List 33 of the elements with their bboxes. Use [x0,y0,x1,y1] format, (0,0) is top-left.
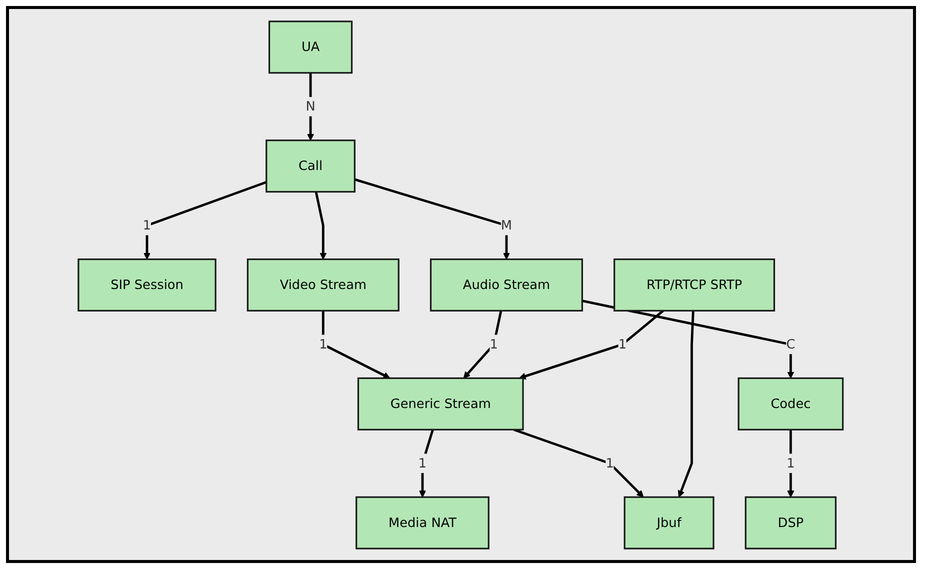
edge-label: 1 [606,454,614,470]
edge-label: 1 [490,336,498,352]
edge-label: 1 [143,216,152,232]
edge-label: C [786,336,796,352]
node-box [738,376,844,430]
node-box [745,496,837,549]
arrow [419,428,434,497]
node-box [266,139,356,192]
arrow [354,178,510,260]
edge-label: 1 [618,336,627,352]
node-box [614,258,776,311]
arrow [519,309,664,380]
edge-label: 1 [418,454,427,470]
edge-label: M [501,216,512,232]
arrow [678,310,695,497]
arrow [514,428,644,497]
diagram-background: N 1 M 1 1 1 C 1 1 1 UA Call SIP Session Video Stream Audio Stream RTP/RTCP SRTP Generic Stream Codec Media NAT Jbuf DSP [6,6,916,563]
edge-label: 1 [319,336,328,352]
arrow [315,191,328,260]
arrow [322,310,390,378]
node-box [624,496,715,549]
node-box [247,258,400,311]
node-box [430,258,584,311]
node-box [268,20,353,74]
arrow [144,180,268,260]
node-box [358,376,524,430]
node-box [356,496,490,549]
arrow [582,299,795,378]
edge-label: N [306,98,316,114]
edge-label: 1 [786,454,796,470]
node-box [78,258,217,311]
arrow [464,310,503,378]
arrow [307,72,314,140]
